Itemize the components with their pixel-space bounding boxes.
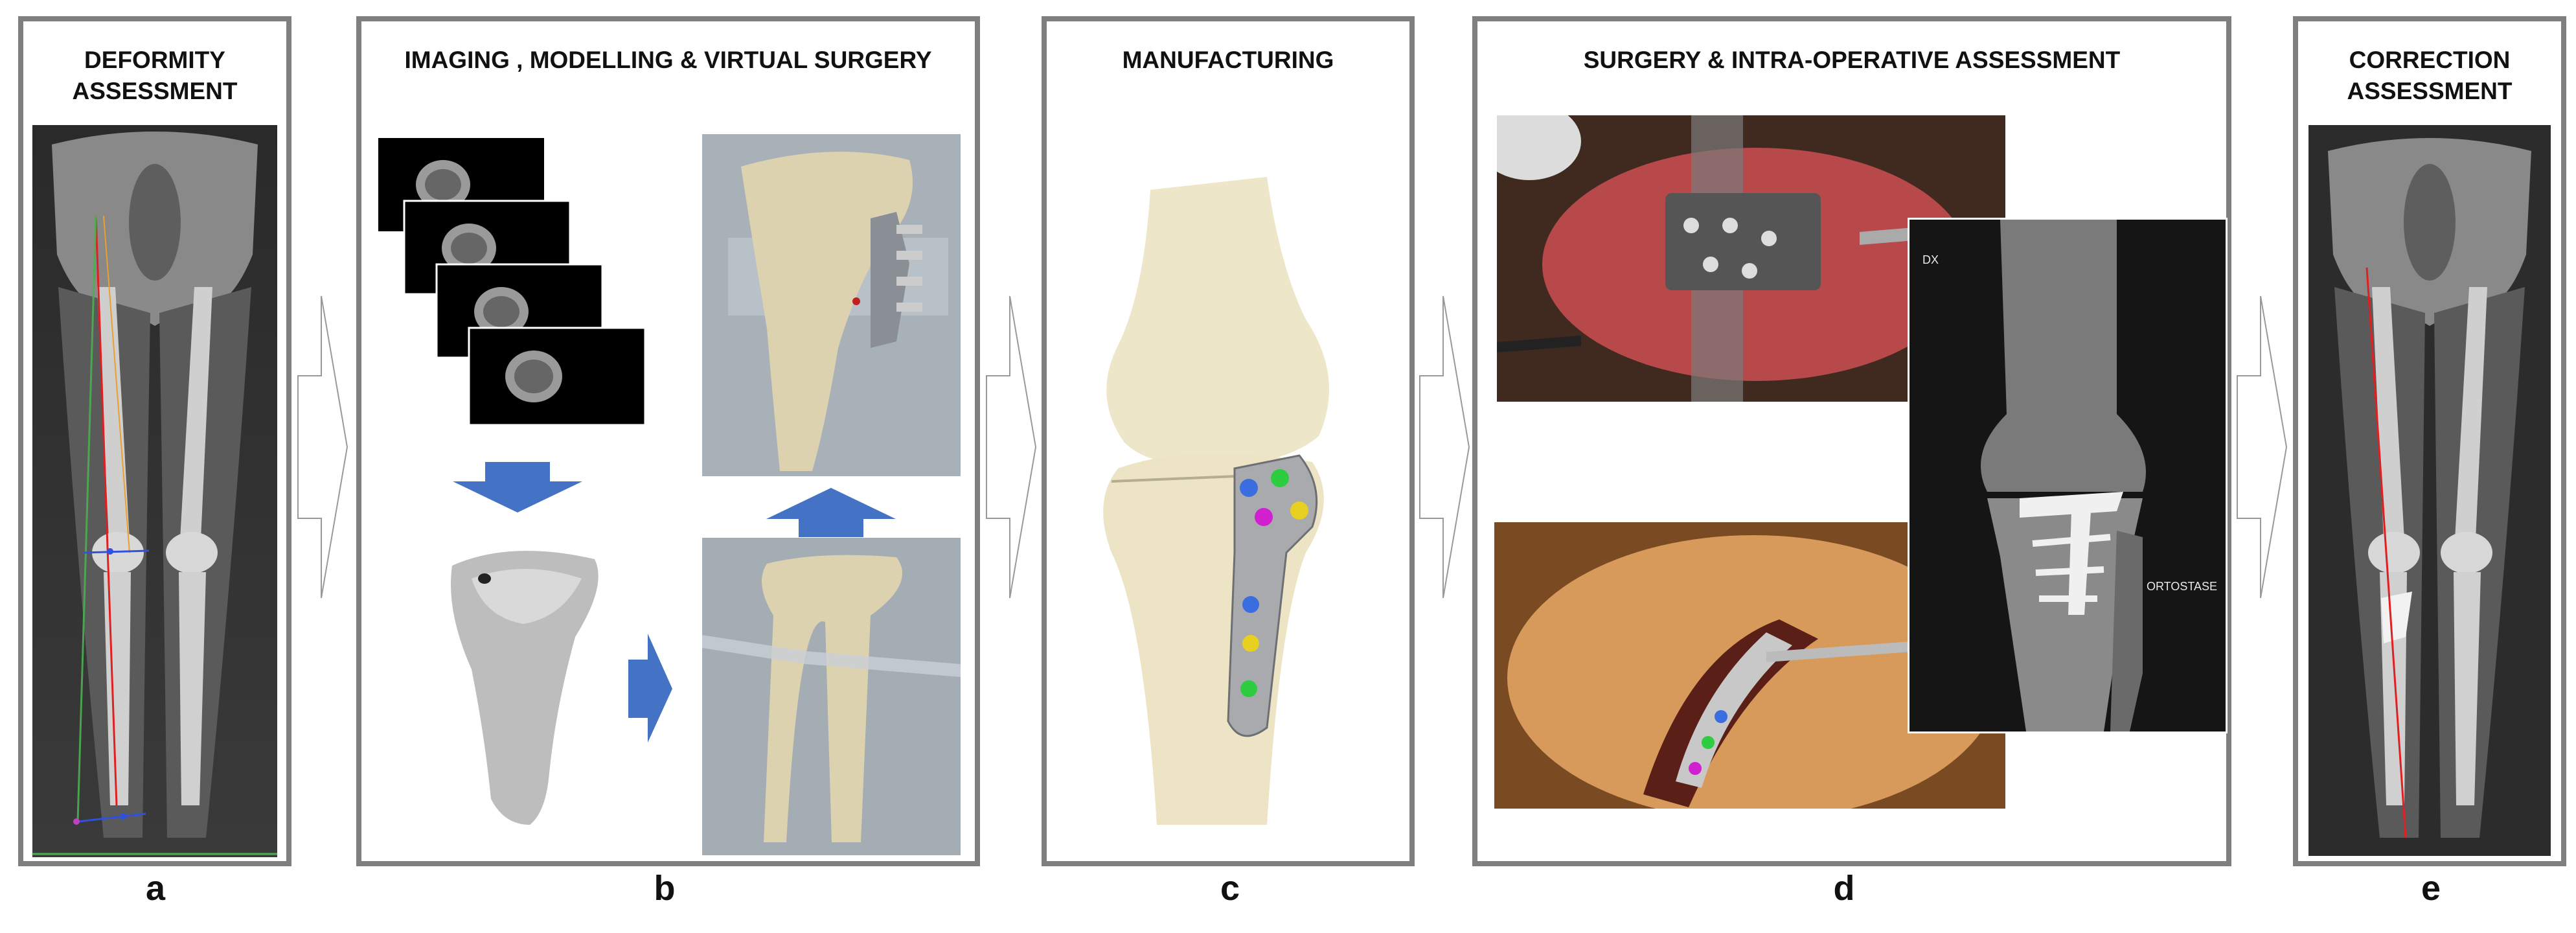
panel-correction-assessment: CORRECTION ASSESSMENT bbox=[2293, 16, 2566, 866]
patient-specific-plate-render bbox=[1073, 164, 1396, 838]
panel-c-title: MANUFACTURING bbox=[1122, 47, 1334, 73]
blue-right-arrow bbox=[628, 634, 674, 744]
panel-deformity-assessment: DEFORMITY ASSESSMENT bbox=[18, 16, 291, 866]
xray-position-marker: ORTOSTASE bbox=[2147, 580, 2217, 593]
blue-up-arrow bbox=[763, 487, 899, 538]
preop-full-leg-xray bbox=[32, 125, 277, 857]
plate-planning-render bbox=[702, 134, 961, 476]
panel-e-title: CORRECTION ASSESSMENT bbox=[2347, 47, 2513, 104]
panel-imaging-modelling: IMAGING , MODELLING & VIRTUAL SURGERY bbox=[356, 16, 980, 866]
panel-d-title: SURGERY & INTRA-OPERATIVE ASSESSMENT bbox=[1583, 47, 2121, 73]
virtual-osteotomy-render bbox=[702, 538, 961, 855]
panel-surgery-assessment: SURGERY & INTRA-OPERATIVE ASSESSMENT bbox=[1472, 16, 2231, 866]
ct-slice-4 bbox=[468, 327, 646, 426]
panel-a-title: DEFORMITY ASSESSMENT bbox=[72, 47, 238, 104]
ct-slice-stack bbox=[378, 138, 650, 462]
blue-down-arrow bbox=[450, 462, 586, 514]
flow-arrow-d-to-e bbox=[2236, 295, 2288, 599]
panel-manufacturing: MANUFACTURING bbox=[1042, 16, 1415, 866]
flow-arrow-c-to-d bbox=[1419, 295, 1470, 599]
postop-knee-xray: DX ORTOSTASE bbox=[1908, 218, 2228, 733]
postop-full-leg-xray bbox=[2308, 125, 2551, 856]
tibia-3d-model bbox=[433, 540, 614, 838]
flow-arrow-b-to-c bbox=[985, 295, 1037, 599]
panel-c-label: c bbox=[1220, 869, 1240, 908]
xray-side-marker: DX bbox=[1922, 253, 1939, 266]
flow-arrow-a-to-b bbox=[297, 295, 348, 599]
panel-b-label: b bbox=[654, 869, 676, 908]
panel-e-label: e bbox=[2421, 869, 2441, 908]
panel-b-title: IMAGING , MODELLING & VIRTUAL SURGERY bbox=[404, 47, 932, 73]
panel-a-label: a bbox=[145, 869, 166, 908]
panel-d-label: d bbox=[1833, 869, 1855, 908]
